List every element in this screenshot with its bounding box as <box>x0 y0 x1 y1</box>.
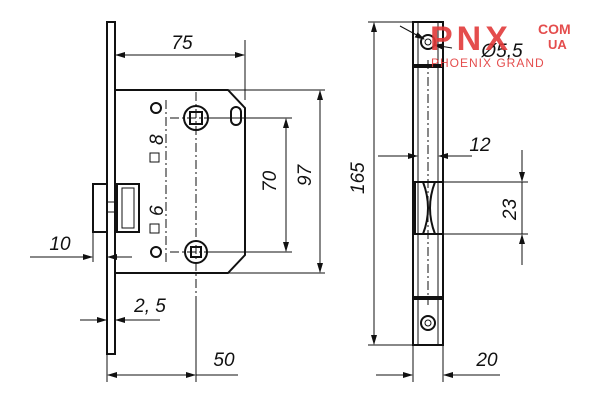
watermark-logo: PNX COM UA PHOENIX GRAND <box>430 20 571 70</box>
watermark-tagline: PHOENIX GRAND <box>431 56 545 70</box>
screw-hole-top <box>420 34 436 50</box>
square-marker-lower <box>149 223 160 234</box>
watermark-suffix-top: COM <box>538 21 571 37</box>
lock-body <box>114 89 246 274</box>
mount-slot <box>230 106 242 126</box>
dim-2-5: 2, 5 <box>133 296 166 317</box>
mount-hole-bottom <box>150 246 162 258</box>
side-view: 165 12 23 20 Ø5,5 <box>348 21 528 382</box>
dim-50: 50 <box>213 350 235 371</box>
dim-5-5: Ø5,5 <box>480 41 523 62</box>
latch-bolt <box>92 183 140 233</box>
square-marker-upper <box>149 152 160 163</box>
dim-97: 97 <box>295 163 316 186</box>
latch-profile <box>414 181 444 235</box>
dim-75: 75 <box>171 33 193 54</box>
front-view: 75 8 6 70 97 10 2, 5 50 <box>30 21 325 382</box>
dim-23: 23 <box>500 198 521 221</box>
dim-20: 20 <box>475 350 498 371</box>
dim-165: 165 <box>348 162 369 194</box>
mount-hole-top <box>150 102 162 114</box>
watermark-suffix-bottom: UA <box>548 37 567 52</box>
dim-70: 70 <box>260 170 281 192</box>
dim-12: 12 <box>469 135 491 156</box>
faceplate <box>106 21 116 355</box>
watermark-brand: PNX <box>430 20 512 58</box>
dim-10: 10 <box>49 234 71 255</box>
dim-8: 8 <box>147 134 168 145</box>
dim-6: 6 <box>147 205 168 216</box>
screw-hole-bottom <box>420 315 436 331</box>
